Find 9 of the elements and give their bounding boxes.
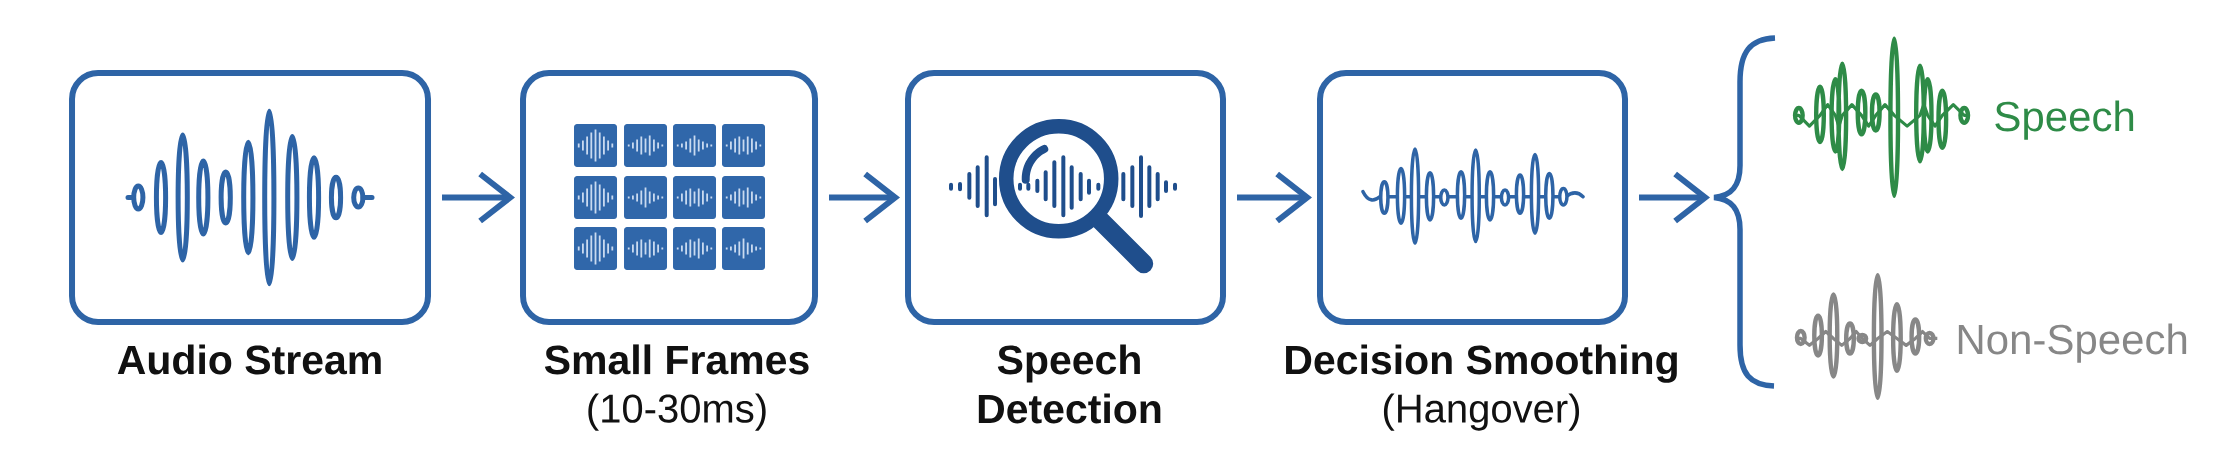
output-label: Speech (1995, 100, 2134, 140)
step-label: Decision Smoothing (1286, 344, 1677, 383)
step-label: Small Frames (544, 344, 809, 375)
step-note: (Hangover) (1383, 393, 1580, 431)
step-note: (10-30ms) (588, 393, 766, 431)
step-label: Audio Stream (117, 344, 381, 375)
step-label: Speech Detection (978, 344, 1161, 424)
curly-brace (1711, 35, 1776, 389)
output-label: Non-Speech (1958, 323, 2187, 363)
